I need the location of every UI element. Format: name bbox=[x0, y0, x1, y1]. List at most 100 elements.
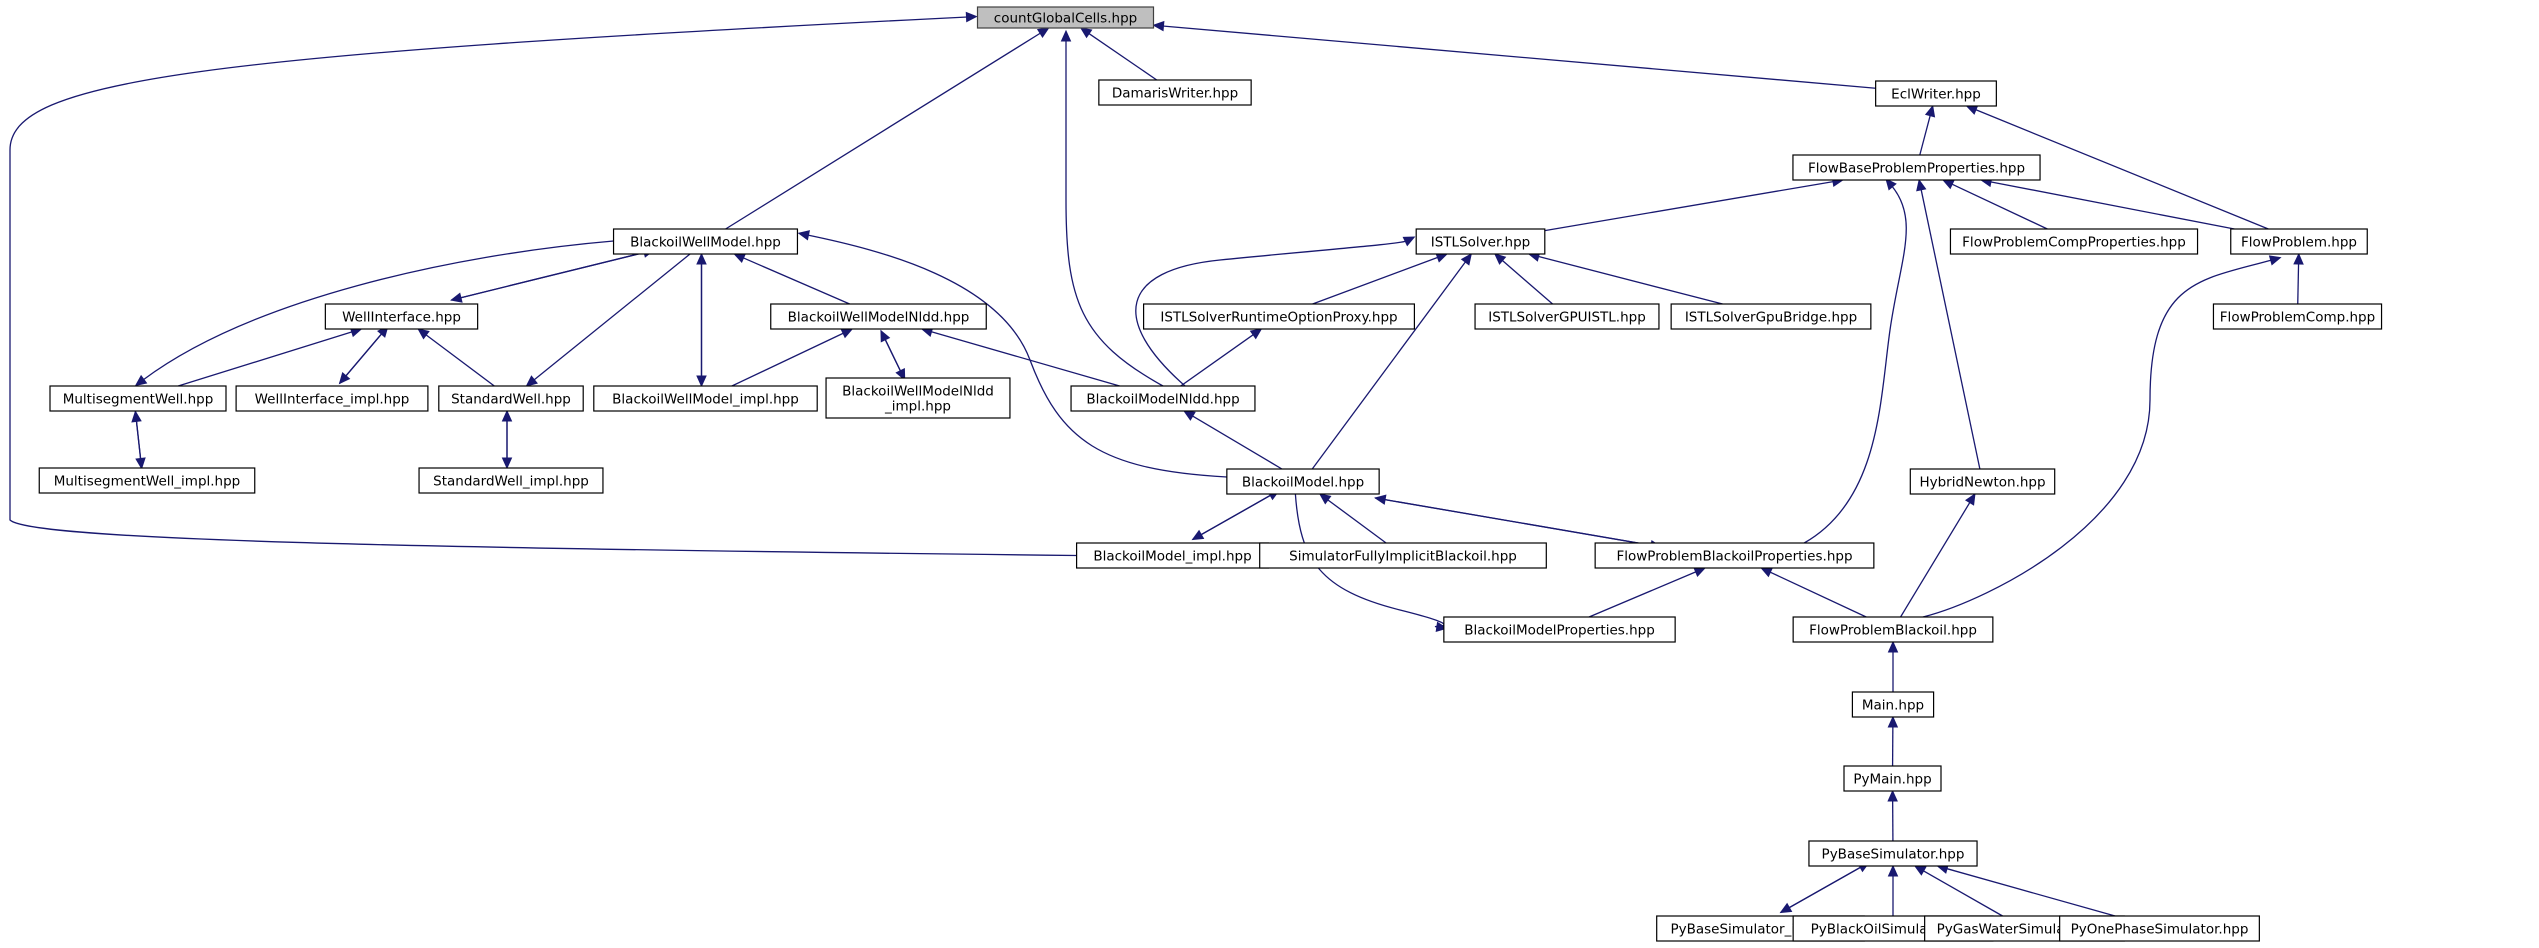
edge-blackoilmodel_impl-to-countglobalcells bbox=[9, 16, 1077, 557]
edge-blackoilwellmodel_impl-to-blackoilwellmodelnldd bbox=[731, 332, 845, 387]
node-label: StandardWell_impl.hpp bbox=[433, 474, 589, 490]
node-blackoil-well-model-nldd-impl[interactable]: BlackoilWellModelNldd_impl.hpp bbox=[825, 377, 1011, 419]
node-box bbox=[2059, 915, 2260, 942]
edge-blackoilwellmodelnldd-to-blackoilwellmodelnldd_impl bbox=[880, 330, 902, 372]
node-box bbox=[1075, 542, 1269, 569]
node-multisegment-well[interactable]: MultisegmentWell.hpp bbox=[49, 385, 227, 412]
edge-istlsolvergpubridge-to-istlsolver bbox=[1537, 255, 1723, 305]
node-py-main[interactable]: PyMain.hpp bbox=[1843, 765, 1942, 792]
node-box bbox=[1259, 542, 1547, 569]
edge-blackoilwellmodel-to-multisegmentwell bbox=[142, 240, 614, 381]
node-well-interface[interactable]: WellInterface.hpp bbox=[324, 303, 479, 330]
node-box bbox=[1443, 616, 1676, 643]
arrowhead-icon bbox=[501, 457, 513, 470]
node-istlsolver-gpu-bridge[interactable]: ISTLSolverGpuBridge.hpp bbox=[1670, 303, 1872, 330]
node-multisegment-well-impl[interactable]: MultisegmentWell_impl.hpp bbox=[38, 467, 256, 494]
node-ecl-writer[interactable]: EclWriter.hpp bbox=[1875, 80, 1997, 107]
arrowhead-icon bbox=[2268, 255, 2282, 266]
node-simulator-fully-implicit-blackoil[interactable]: SimulatorFullyImplicitBlackoil.hpp bbox=[1259, 542, 1547, 569]
edge-flowproblemblackoil-to-flowproblemblackoilproperties bbox=[1769, 571, 1867, 618]
arrowhead-icon bbox=[1493, 253, 1507, 265]
node-blackoil-model[interactable]: BlackoilModel.hpp bbox=[1226, 468, 1380, 495]
node-label: WellInterface.hpp bbox=[342, 310, 461, 326]
arrowhead-icon bbox=[965, 11, 978, 23]
node-box bbox=[49, 385, 227, 412]
arrowhead-icon bbox=[1887, 715, 1899, 728]
arrowhead-icon bbox=[696, 375, 707, 388]
node-main[interactable]: Main.hpp bbox=[1851, 691, 1935, 718]
node-flow-problem-comp[interactable]: FlowProblemComp.hpp bbox=[2212, 303, 2383, 330]
node-label: MultisegmentWell.hpp bbox=[63, 392, 214, 408]
node-label: MultisegmentWell_impl.hpp bbox=[54, 474, 241, 490]
node-flow-problem-blackoil-properties[interactable]: FlowProblemBlackoilProperties.hpp bbox=[1594, 542, 1875, 569]
node-label: PyBaseSimulator.hpp bbox=[1822, 847, 1965, 863]
edge-pyonephasesimulator-to-pybasesimulator bbox=[1945, 867, 2116, 917]
edge-blackoilmodel-to-blackoilmodel_impl bbox=[1200, 489, 1280, 536]
node-standard-well-impl[interactable]: StandardWell_impl.hpp bbox=[418, 467, 604, 494]
node-box bbox=[1792, 616, 1994, 643]
node-blackoil-model-nldd[interactable]: BlackoilModelNldd.hpp bbox=[1070, 385, 1256, 412]
node-box bbox=[1415, 228, 1546, 255]
node-blackoil-well-model[interactable]: BlackoilWellModel.hpp bbox=[612, 228, 799, 255]
node-blackoil-model-impl[interactable]: BlackoilModel_impl.hpp bbox=[1075, 542, 1269, 569]
edge-blackoilmodelnldd-to-istlsolverruntimeoptionproxy bbox=[1180, 333, 1255, 387]
node-label: FlowProblemCompProperties.hpp bbox=[1962, 235, 2186, 251]
node-label: BlackoilWellModel_impl.hpp bbox=[612, 392, 799, 408]
arrowhead-icon bbox=[1942, 179, 1955, 190]
arrowhead-icon bbox=[733, 253, 747, 264]
node-box bbox=[1594, 542, 1875, 569]
node-box bbox=[235, 385, 429, 412]
node-istlsolver[interactable]: ISTLSolver.hpp bbox=[1415, 228, 1546, 255]
node-box bbox=[1098, 79, 1252, 106]
edge-flowproblemcompproperties-to-flowbaseproblemproperties bbox=[1950, 183, 2048, 230]
edge-flowproblemblackoil-to-hybridnewton bbox=[1900, 501, 1971, 618]
arrowhead-icon bbox=[134, 374, 148, 387]
node-hybrid-newton[interactable]: HybridNewton.hpp bbox=[1909, 468, 2056, 495]
arrowhead-icon bbox=[2293, 252, 2304, 265]
arrowhead-icon bbox=[417, 328, 430, 340]
node-label: BlackoilWellModelNldd.hpp bbox=[788, 310, 970, 326]
node-box bbox=[438, 385, 584, 412]
node-label: DamarisWriter.hpp bbox=[1112, 86, 1238, 102]
arrowhead-icon bbox=[797, 230, 810, 241]
node-box bbox=[418, 467, 604, 494]
node-py-base-simulator[interactable]: PyBaseSimulator.hpp bbox=[1808, 840, 1978, 867]
node-blackoil-well-model-nldd[interactable]: BlackoilWellModelNldd.hpp bbox=[770, 303, 987, 330]
node-label: EclWriter.hpp bbox=[1891, 87, 1981, 103]
node-box bbox=[38, 467, 256, 494]
node-istlsolver-gpuistl[interactable]: ISTLSolverGPUISTL.hpp bbox=[1474, 303, 1660, 330]
node-label: SimulatorFullyImplicitBlackoil.hpp bbox=[1289, 549, 1517, 565]
node-flow-problem[interactable]: FlowProblem.hpp bbox=[2230, 228, 2368, 255]
node-box bbox=[1226, 468, 1380, 495]
node-blackoil-well-model-impl[interactable]: BlackoilWellModel_impl.hpp bbox=[593, 385, 818, 412]
arrowhead-icon bbox=[1036, 27, 1050, 39]
node-box bbox=[1474, 303, 1660, 330]
node-box bbox=[1875, 80, 1997, 107]
arrowhead-icon bbox=[1965, 105, 1979, 115]
node-count-global-cells[interactable]: countGlobalCells.hpp bbox=[976, 6, 1155, 29]
arrowhead-icon bbox=[1435, 621, 1448, 633]
node-flow-problem-comp-properties[interactable]: FlowProblemCompProperties.hpp bbox=[1949, 228, 2199, 255]
node-label: BlackoilWellModelNldd bbox=[842, 384, 994, 400]
node-well-interface-impl[interactable]: WellInterface_impl.hpp bbox=[235, 385, 429, 412]
arrowhead-icon bbox=[450, 292, 463, 303]
node-standard-well[interactable]: StandardWell.hpp bbox=[438, 385, 584, 412]
node-flow-base-problem-properties[interactable]: FlowBaseProblemProperties.hpp bbox=[1792, 154, 2041, 181]
node-box bbox=[1142, 303, 1415, 330]
arrowhead-icon bbox=[1318, 493, 1332, 505]
node-box bbox=[1843, 765, 1942, 792]
edge-flowproblem-to-flowbaseproblemproperties bbox=[1989, 181, 2235, 230]
node-box bbox=[770, 303, 987, 330]
node-label: countGlobalCells.hpp bbox=[994, 11, 1137, 27]
node-flow-problem-blackoil[interactable]: FlowProblemBlackoil.hpp bbox=[1792, 616, 1994, 643]
node-py-one-phase-simulator[interactable]: PyOnePhaseSimulator.hpp bbox=[2059, 915, 2260, 942]
edge-blackoilwellmodelnldd-to-blackoilwellmodel bbox=[742, 256, 850, 305]
node-box bbox=[1851, 691, 1935, 718]
node-blackoil-model-properties[interactable]: BlackoilModelProperties.hpp bbox=[1443, 616, 1676, 643]
edge-blackoilmodel-to-blackoilmodelnldd bbox=[1191, 415, 1283, 470]
arrowhead-icon bbox=[1779, 902, 1793, 914]
node-istlsolver-runtime-option-proxy[interactable]: ISTLSolverRuntimeOptionProxy.hpp bbox=[1142, 303, 1415, 330]
node-box bbox=[1909, 468, 2056, 495]
node-damaris-writer[interactable]: DamarisWriter.hpp bbox=[1098, 79, 1252, 106]
